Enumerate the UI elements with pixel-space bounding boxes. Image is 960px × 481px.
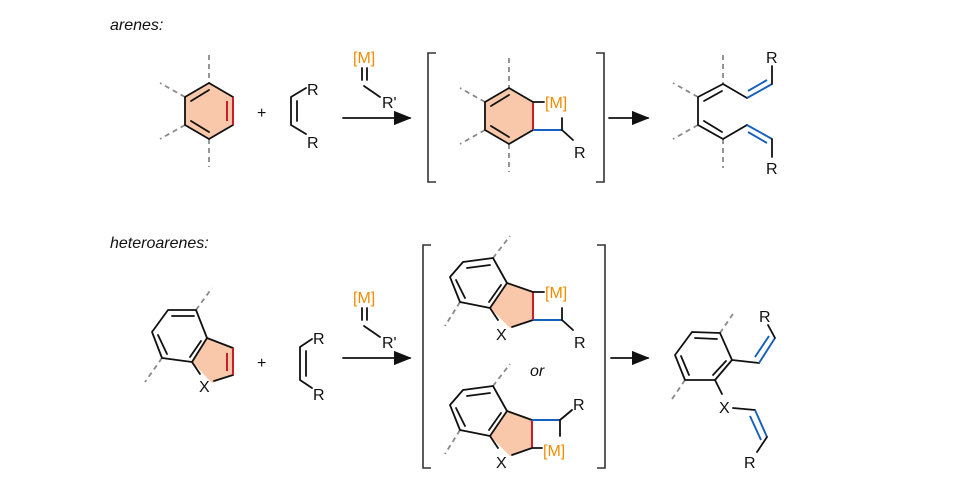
svg-text:R: R — [573, 397, 585, 414]
heteroarene-intermediate-b: [M] X R — [444, 363, 585, 472]
bracket-right — [597, 244, 606, 469]
heteroarenes-heading: heteroarenes: — [110, 235, 209, 252]
or-label: or — [530, 363, 545, 380]
svg-text:R: R — [744, 455, 756, 472]
plus-sign: + — [257, 355, 266, 372]
svg-text:R: R — [766, 50, 778, 67]
heteroarene-product: R X R — [669, 309, 776, 472]
bracket-right — [596, 52, 605, 183]
alkene-reactant: R R — [290, 82, 319, 152]
svg-text:R': R' — [382, 95, 397, 112]
svg-text:X: X — [496, 327, 507, 344]
svg-text:R: R — [313, 387, 325, 404]
svg-text:[M]: [M] — [543, 443, 565, 460]
svg-text:R: R — [313, 331, 325, 348]
svg-text:R: R — [574, 145, 586, 162]
metal-carbene-reagent: [M] R' — [353, 290, 397, 352]
bracket-left — [427, 52, 436, 183]
arene-metallacycle-intermediate: [M] R — [459, 58, 586, 172]
svg-text:[M]: [M] — [353, 290, 375, 307]
heteroarene-reactant: X — [144, 287, 234, 396]
svg-text:X: X — [496, 455, 507, 472]
svg-text:R: R — [766, 161, 778, 178]
svg-text:R: R — [574, 335, 586, 352]
arene-reactant — [159, 55, 234, 167]
svg-text:[M]: [M] — [545, 95, 567, 112]
metal-carbene-reagent: [M] R' — [353, 50, 397, 112]
arenes-heading: arenes: — [110, 17, 163, 34]
svg-text:R: R — [307, 135, 319, 152]
svg-text:X: X — [199, 379, 210, 396]
svg-text:R': R' — [382, 335, 397, 352]
svg-text:R: R — [759, 309, 771, 326]
svg-text:X: X — [719, 400, 730, 417]
heteroarene-intermediate-a: [M] X R — [444, 235, 586, 352]
arene-product-diene: R R — [672, 50, 778, 178]
svg-text:[M]: [M] — [353, 50, 375, 67]
alkene-reactant: R R — [299, 331, 325, 404]
svg-text:[M]: [M] — [545, 285, 567, 302]
plus-sign: + — [257, 105, 266, 122]
bracket-left — [422, 244, 431, 469]
svg-text:R: R — [307, 82, 319, 99]
